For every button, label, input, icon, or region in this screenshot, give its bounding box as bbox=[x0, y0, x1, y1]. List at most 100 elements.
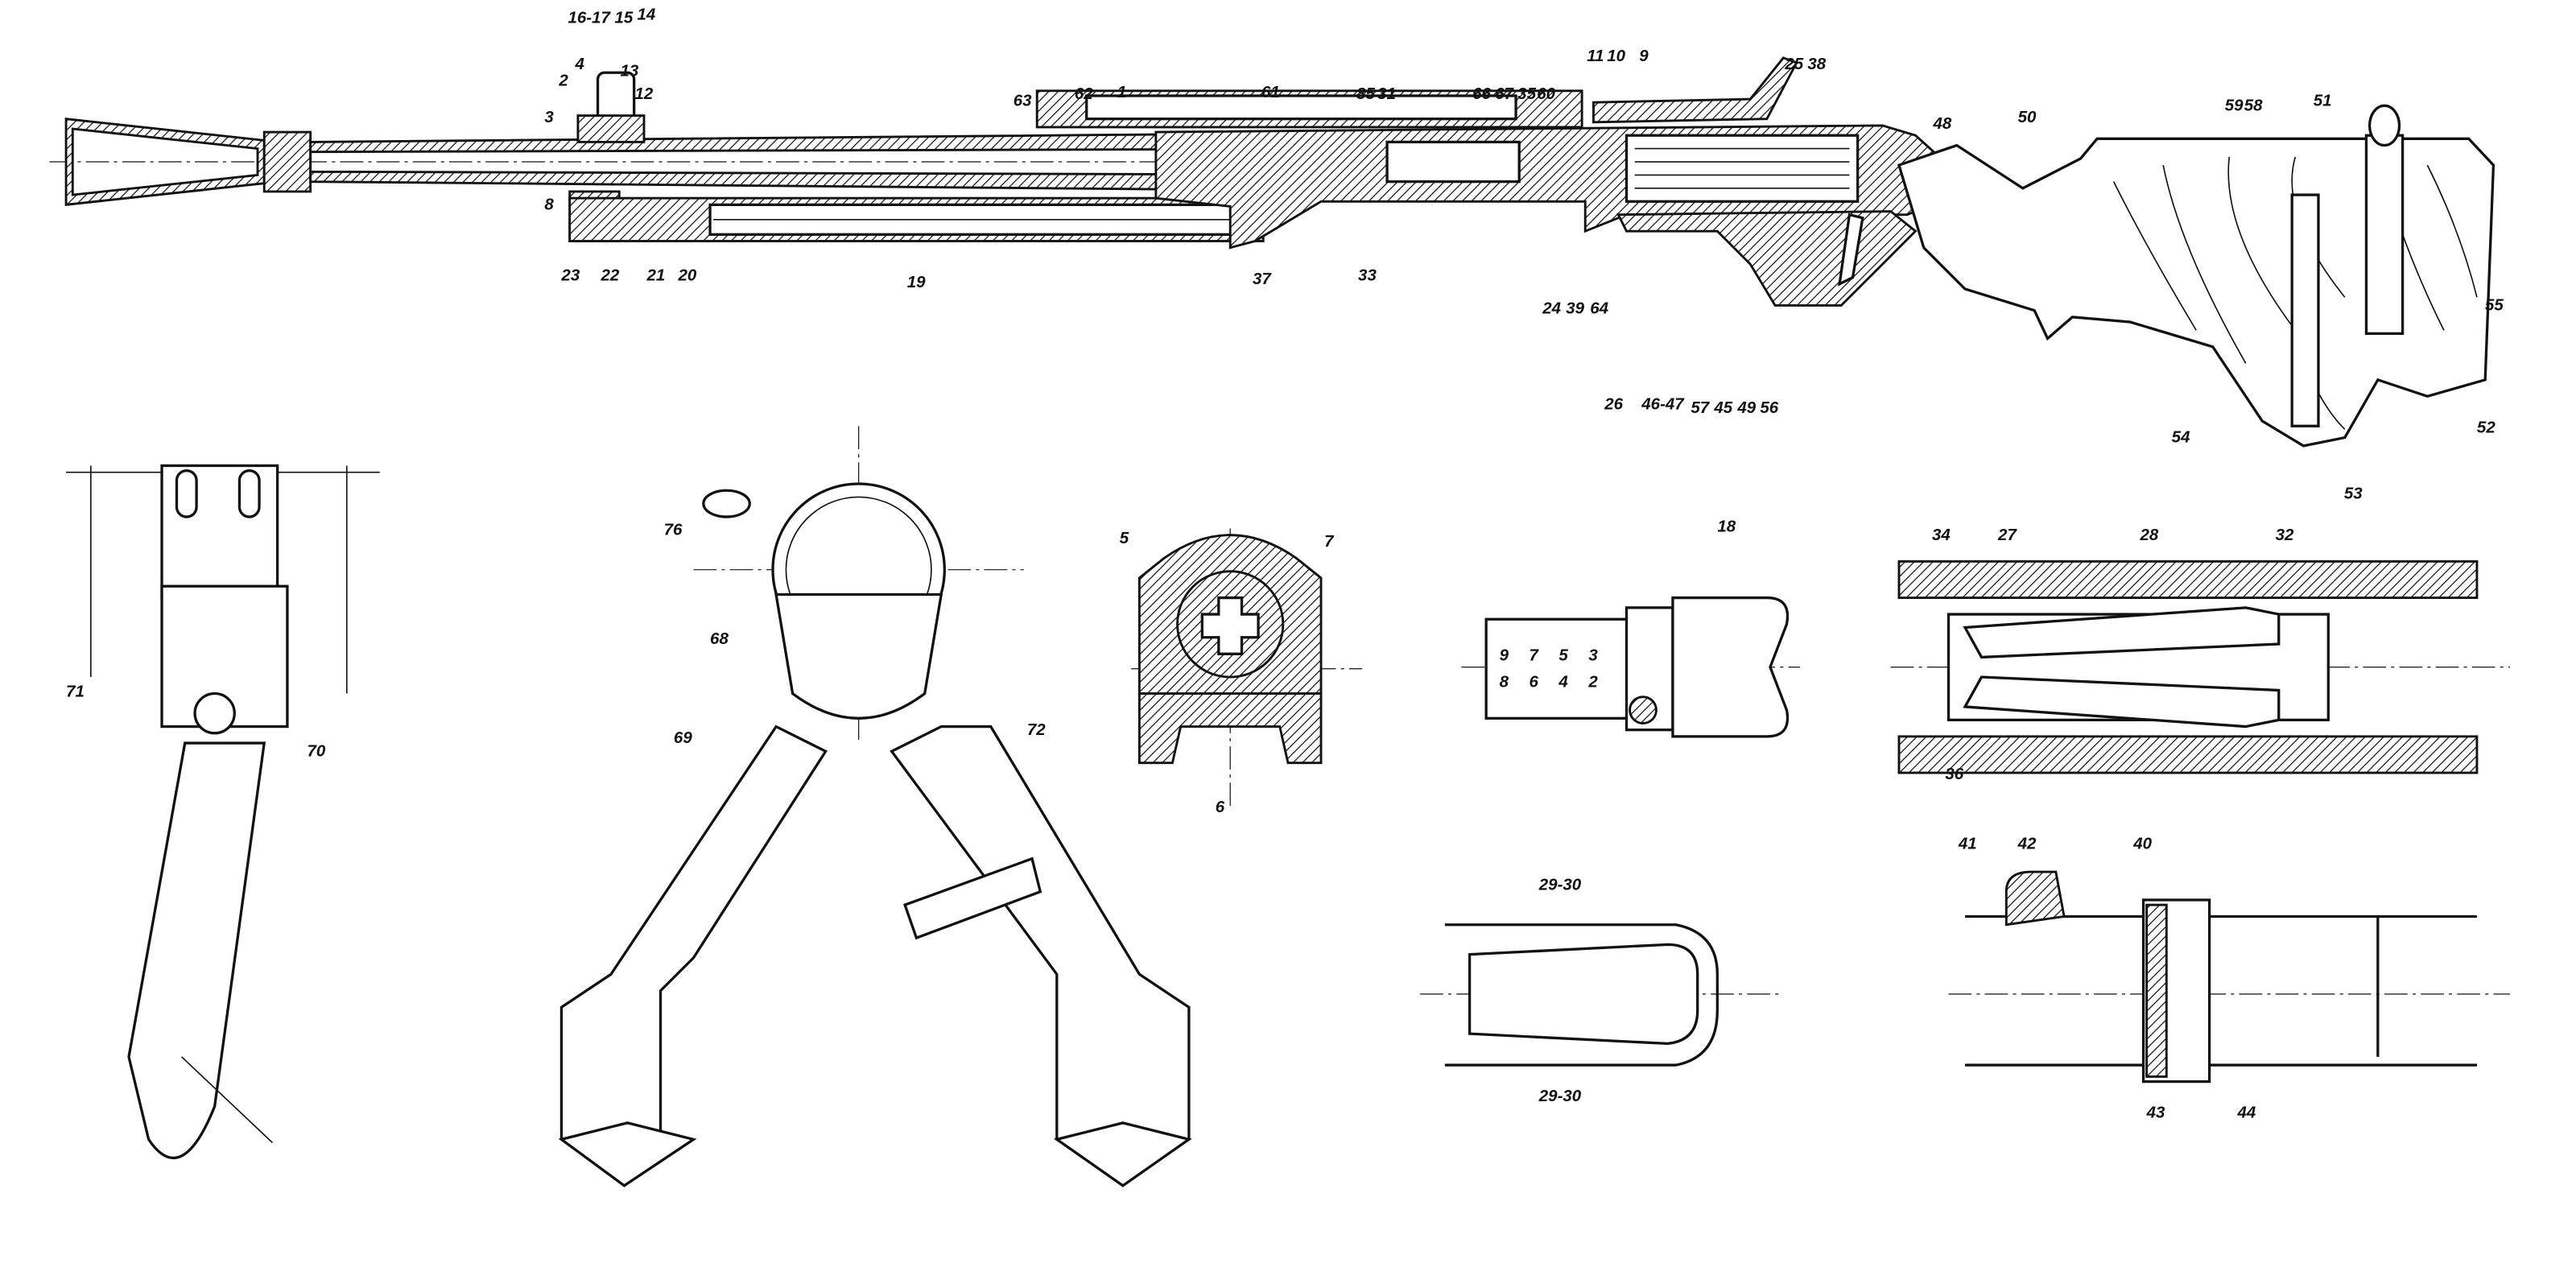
callout-label: 39 bbox=[1566, 299, 1584, 318]
range-scale-digit: 8 bbox=[1500, 672, 1509, 691]
callout-label: 10 bbox=[1607, 47, 1625, 65]
callout-label: 46-47 bbox=[1641, 395, 1685, 414]
callout-label: 12 bbox=[634, 85, 653, 103]
callout-label: 36 bbox=[1945, 765, 1963, 783]
callout-label: 11 bbox=[1587, 47, 1604, 65]
callout-label: 76 bbox=[664, 521, 683, 539]
callout-label: 69 bbox=[674, 729, 692, 747]
callout-label: 3 bbox=[544, 108, 554, 126]
callout-label: 67 bbox=[1495, 85, 1514, 103]
callout-label: 1 bbox=[1117, 83, 1126, 101]
callout-label: 59 bbox=[2225, 96, 2244, 114]
callout-label: 4 bbox=[574, 55, 584, 73]
callout-label: 42 bbox=[2017, 834, 2037, 852]
callout-label: 22 bbox=[600, 266, 619, 285]
callout-label: 13 bbox=[620, 61, 638, 80]
bolt-detail bbox=[1890, 559, 2510, 774]
callout-label: 7 bbox=[1324, 532, 1335, 551]
range-scale-digit: 5 bbox=[1558, 646, 1568, 665]
sling-swivel bbox=[2368, 104, 2401, 147]
callout-label: 27 bbox=[1997, 526, 2017, 544]
range-scale-digit: 6 bbox=[1529, 672, 1538, 691]
slot-detail bbox=[1420, 923, 1784, 1067]
callout-label: 29-30 bbox=[1538, 1087, 1582, 1105]
range-scale-digit: 4 bbox=[1558, 672, 1568, 691]
trigger-guard bbox=[1616, 210, 1918, 307]
stock-bolt bbox=[2290, 193, 2320, 427]
callout-label: 41 bbox=[1958, 834, 1977, 852]
callout-label: 8 bbox=[544, 196, 554, 214]
callout-label: 43 bbox=[2146, 1104, 2165, 1122]
callout-label: 35 bbox=[1517, 85, 1536, 103]
callout-label: 66 bbox=[1472, 85, 1491, 103]
callout-label: 25 bbox=[1784, 55, 1803, 73]
callout-label: 18 bbox=[1717, 518, 1736, 536]
callout-label: 29-30 bbox=[1538, 876, 1582, 894]
callout-label: 28 bbox=[2139, 526, 2158, 544]
callout-label: 20 bbox=[678, 266, 697, 285]
callout-label: 33 bbox=[1358, 266, 1377, 285]
callout-label: 9 bbox=[1639, 47, 1649, 65]
callout-label: 57 bbox=[1690, 398, 1710, 417]
callout-label: 71 bbox=[66, 683, 85, 701]
trigger bbox=[1838, 213, 1864, 287]
callout-label: 34 bbox=[1932, 526, 1951, 544]
callout-label: 5 bbox=[1120, 529, 1129, 547]
callout-label: 45 bbox=[1713, 398, 1732, 417]
callout-label: 58 bbox=[2244, 96, 2263, 114]
bipod-leg-side bbox=[127, 741, 266, 1160]
rear-sight-slide bbox=[1671, 596, 1790, 738]
wing-nut bbox=[702, 489, 751, 518]
callout-label: 40 bbox=[2132, 834, 2152, 852]
callout-label: 44 bbox=[2236, 1104, 2256, 1122]
callout-label: 31 bbox=[1377, 85, 1396, 103]
stock bbox=[1897, 137, 2496, 448]
callout-label: 52 bbox=[2477, 418, 2496, 436]
callout-label: 68 bbox=[710, 630, 729, 648]
callout-label: 54 bbox=[2172, 428, 2190, 447]
callout-label: 70 bbox=[308, 741, 326, 760]
callout-label: 55 bbox=[2485, 296, 2504, 315]
callout-label: 32 bbox=[2276, 526, 2294, 544]
callout-label: 64 bbox=[1590, 299, 1608, 318]
callout-label: 72 bbox=[1027, 720, 1046, 739]
range-scale-digit: 7 bbox=[1529, 646, 1539, 665]
callout-label: 62 bbox=[1075, 85, 1093, 103]
callout-label: 37 bbox=[1253, 270, 1272, 288]
callout-label: 56 bbox=[1760, 398, 1778, 417]
callout-label: 38 bbox=[1807, 55, 1826, 73]
bipod-leg-left bbox=[559, 724, 828, 1183]
sling-swivel-housing bbox=[2364, 134, 2405, 335]
callout-label: 26 bbox=[1604, 395, 1623, 414]
rear-sight bbox=[1592, 56, 1798, 124]
callout-label: 85 bbox=[1356, 85, 1375, 103]
bipod-leg-right bbox=[890, 724, 1191, 1183]
callout-label: 60 bbox=[1537, 85, 1555, 103]
range-scale-digit: 2 bbox=[1587, 672, 1598, 691]
callout-label: 53 bbox=[2344, 484, 2363, 502]
callout-label: 16-17 bbox=[568, 9, 611, 27]
callout-label: 14 bbox=[637, 6, 655, 24]
front-sight-section bbox=[1131, 528, 1363, 810]
callout-label: 21 bbox=[646, 266, 666, 285]
range-scale-digit: 3 bbox=[1588, 646, 1598, 665]
barrel-catch-detail bbox=[1948, 870, 2510, 1084]
bipod-side-view bbox=[66, 464, 380, 1160]
callout-label: 23 bbox=[560, 266, 580, 285]
callout-label: 61 bbox=[1261, 83, 1280, 101]
callout-label: 51 bbox=[2314, 91, 2332, 109]
callout-label: 2 bbox=[558, 72, 568, 90]
callout-label: 49 bbox=[1736, 398, 1756, 417]
muzzle-nut bbox=[262, 130, 312, 193]
callout-label: 15 bbox=[614, 9, 633, 27]
callout-label: 63 bbox=[1013, 91, 1032, 109]
front-sight-base bbox=[1137, 692, 1323, 765]
range-scale-digit: 9 bbox=[1500, 646, 1509, 665]
callout-label: 24 bbox=[1542, 299, 1561, 318]
callout-label: 48 bbox=[1933, 114, 1952, 133]
bipod-front-view bbox=[558, 426, 1192, 1187]
